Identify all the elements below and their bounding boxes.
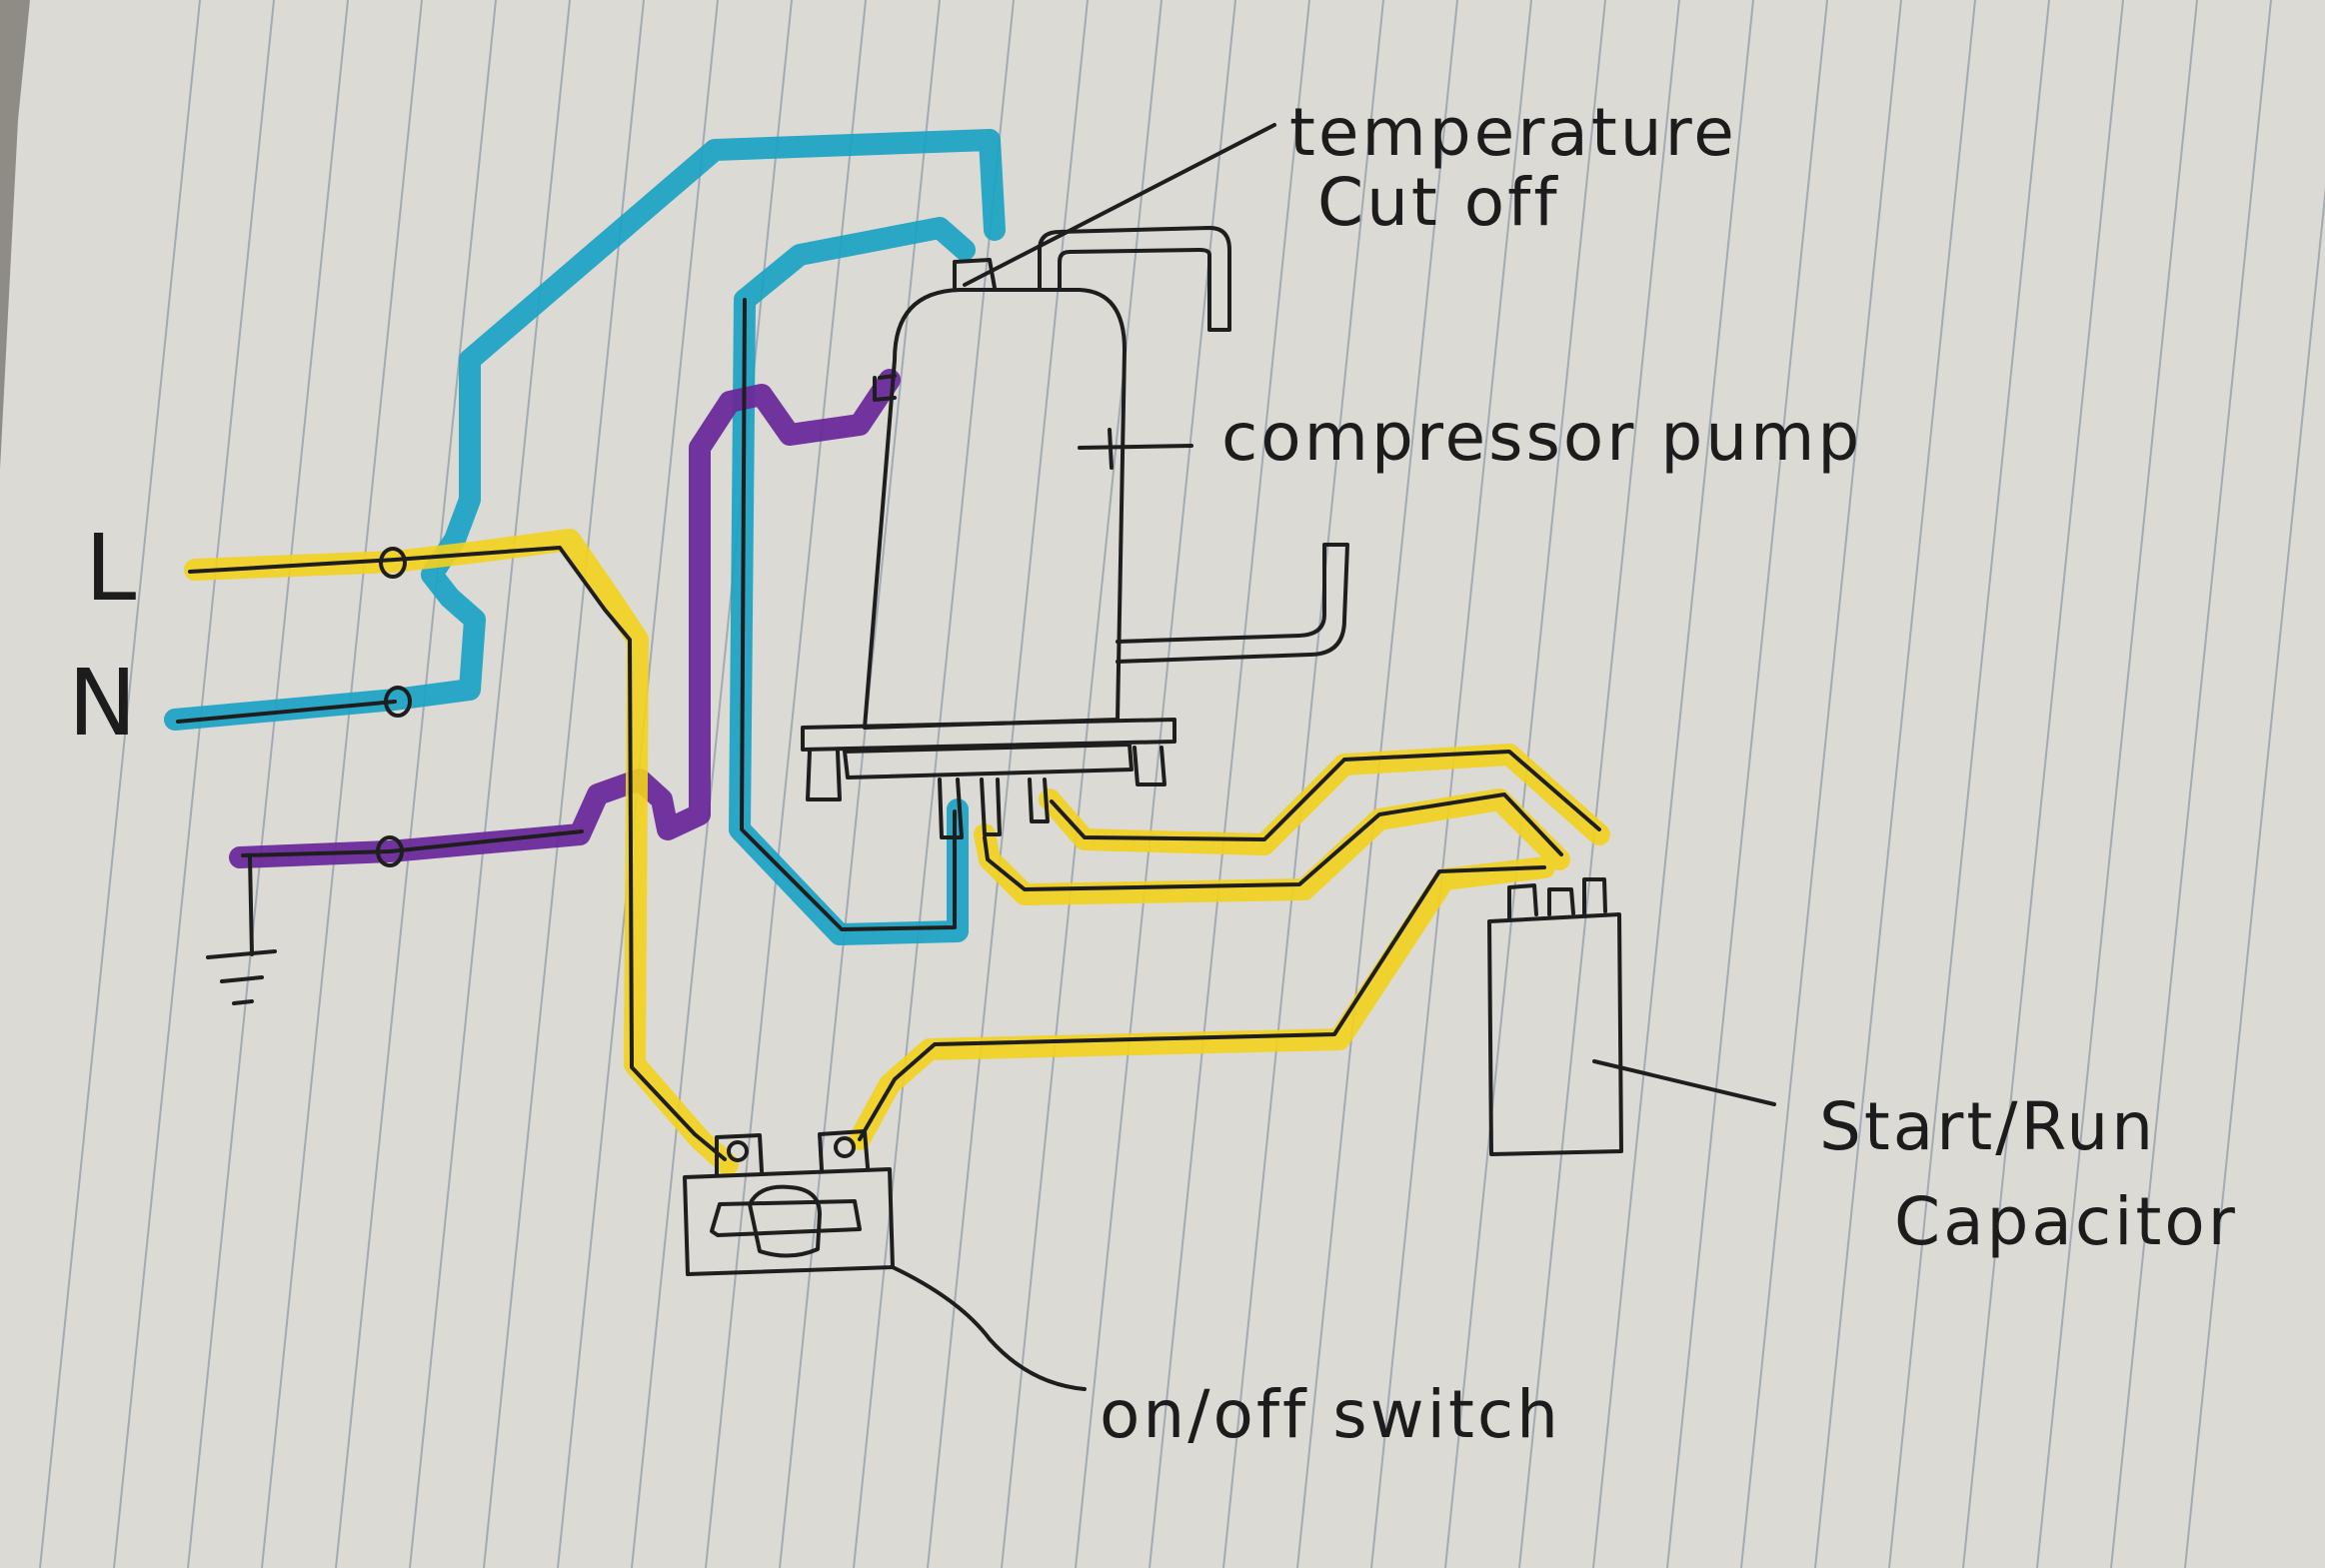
compressor-pump-leader — [1078, 428, 1193, 470]
ruled-line — [1518, 0, 1680, 1568]
switch-label: on/off switch — [1100, 1376, 1561, 1453]
ruled-line — [1370, 0, 1532, 1568]
neutral-terminal — [384, 686, 412, 718]
ruled-line — [1222, 0, 1384, 1568]
ruled-line — [705, 0, 867, 1568]
ruled-line — [1592, 0, 1754, 1568]
switch-tab-hole-right — [834, 1136, 856, 1158]
ground-lug — [873, 374, 897, 402]
compressor-body — [863, 288, 1127, 730]
ruled-line — [335, 0, 497, 1568]
line-terminal — [379, 547, 407, 579]
ruled-line — [1444, 0, 1606, 1568]
compressor-feet — [806, 746, 1166, 801]
ruled-line — [113, 0, 275, 1568]
ground-terminal — [376, 835, 404, 867]
capacitor-terminals — [1507, 877, 1607, 919]
capacitor-label-line2: Capacitor — [1894, 1183, 2238, 1260]
terminal-connectors — [376, 547, 412, 867]
capacitor-leader — [1592, 1059, 1776, 1106]
ruled-line — [409, 0, 571, 1568]
suction-pipe — [1038, 226, 1231, 332]
switch-tab-hole-left — [727, 1140, 749, 1162]
ground-symbol — [206, 949, 277, 1005]
line-label: L — [85, 515, 136, 622]
capacitor-body — [1487, 912, 1623, 1156]
start-run-capacitor — [1487, 877, 1776, 1156]
discharge-pipe — [1116, 543, 1349, 664]
ruled-line — [2184, 186, 2325, 1568]
temperature-cutoff-leader — [963, 123, 1276, 287]
ruled-line — [1296, 0, 1458, 1568]
ruled-line — [2110, 0, 2272, 1568]
ground-wire-ink — [241, 829, 584, 956]
ruled-line — [1888, 0, 2050, 1568]
line-wire-ink — [188, 546, 1601, 1161]
compressor-pump-label: compressor pump — [1221, 399, 1862, 476]
ground-wire-highlight — [229, 369, 901, 868]
compressor-pump — [801, 123, 1349, 839]
ruled-line — [483, 0, 645, 1568]
ruled-line — [631, 0, 793, 1568]
ruled-line — [1001, 0, 1162, 1568]
switch-leader — [891, 1265, 1087, 1391]
temperature-cutoff-label-line1: temperature — [1289, 94, 1737, 171]
switch-tabs — [715, 1129, 870, 1176]
ruled-line — [1740, 0, 1902, 1568]
ruled-line — [1149, 0, 1310, 1568]
ruled-line — [1666, 0, 1828, 1568]
compressor-base — [801, 718, 1176, 780]
capacitor-label-line1: Start/Run — [1819, 1088, 2156, 1165]
on-off-switch — [683, 1129, 1087, 1391]
neutral-label: N — [68, 650, 137, 757]
temperature-cutoff-label-line2: Cut off — [1317, 164, 1560, 241]
switch-rocker — [710, 1184, 862, 1258]
ruled-line — [261, 0, 423, 1568]
ruled-line — [1962, 0, 2124, 1568]
ruled-line — [1814, 0, 1976, 1568]
ruled-line — [187, 0, 349, 1568]
ruled-line — [39, 0, 201, 1568]
ruled-line — [2036, 0, 2198, 1568]
temperature-cutoff-tab — [953, 258, 997, 292]
compressor-pins — [938, 778, 1050, 839]
neutral-wire-ink — [176, 298, 957, 931]
ruled-line — [779, 0, 941, 1568]
